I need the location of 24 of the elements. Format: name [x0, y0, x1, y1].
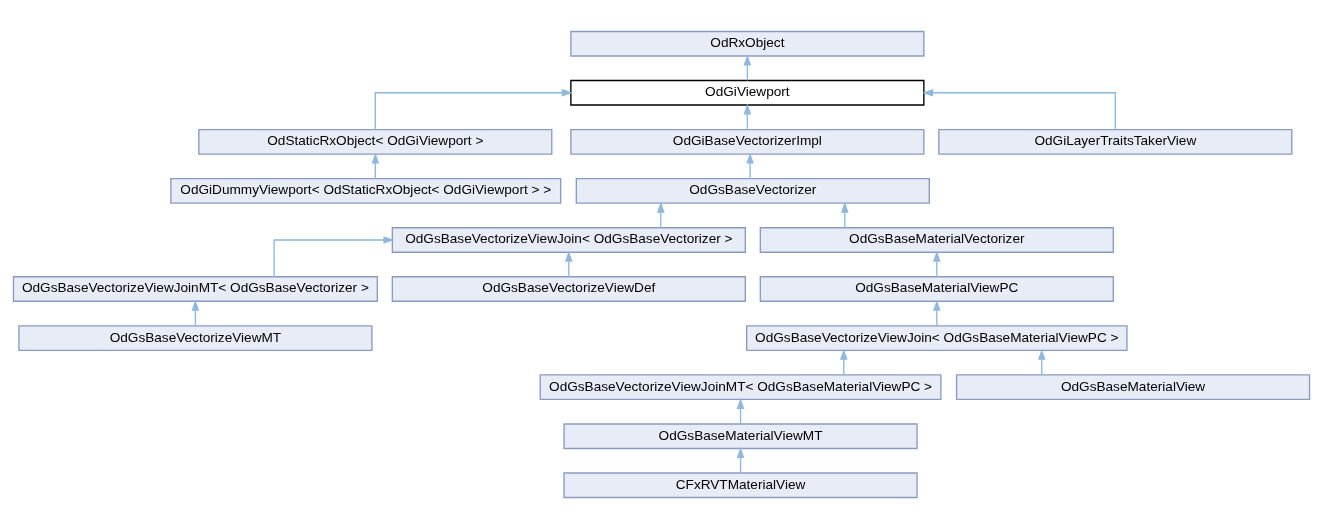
- node-box: OdGsBaseVectorizer: [575, 177, 930, 204]
- node-box: OdGsBaseMaterialViewMT: [563, 422, 918, 449]
- node-box: OdGsBaseMaterialViewPC: [759, 275, 1114, 302]
- node-box: OdGiDummyViewport< OdStaticRxObject< OdGiViewport > >: [170, 177, 562, 204]
- arrow: [273, 235, 395, 277]
- node-box: OdGiViewport: [570, 79, 925, 106]
- arrow: [922, 88, 1116, 130]
- arrow: [565, 250, 573, 277]
- node-box: OdGsBaseMaterialView: [955, 373, 1311, 400]
- arrow: [657, 201, 665, 228]
- node-box: OdGsBaseVectorizeViewJoinMT< OdGsBaseVectorizer >: [12, 275, 378, 302]
- node-box: OdGsBaseVectorizeViewDef: [391, 275, 746, 302]
- node-box: OdGsBaseVectorizeViewJoinMT< OdGsBaseMaterialViewPC >: [539, 373, 942, 400]
- node-box: OdGsBaseVectorizeViewJoin< OdGsBaseVectorizer >: [391, 226, 746, 253]
- node-box: OdGiBaseVectorizerImpl: [570, 128, 925, 155]
- node-box: OdGsBaseVectorizeViewMT: [18, 324, 373, 351]
- node-box: OdGsBaseMaterialVectorizer: [759, 226, 1114, 253]
- node-box: OdGsBaseVectorizeViewJoin< OdGsBaseMaterialViewPC >: [746, 324, 1128, 351]
- arrow: [374, 88, 573, 130]
- node-box: CFxRVTMaterialView: [563, 471, 918, 498]
- node-box: OdGiLayerTraitsTakerView: [938, 128, 1293, 155]
- arrow: [746, 152, 754, 179]
- node-box: OdStaticRxObject< OdGiViewport >: [198, 128, 553, 155]
- node-box: OdRxObject: [570, 30, 925, 57]
